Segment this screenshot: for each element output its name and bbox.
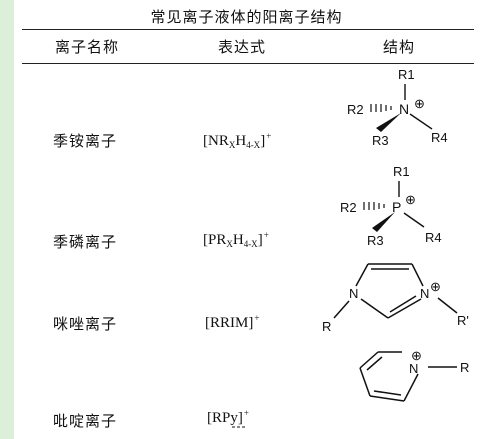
row-name-imidazolium: 咪唑离子 (53, 315, 118, 333)
phosphonium-r3-label: R3 (367, 233, 384, 248)
imidazolium-n3-label: N (420, 286, 429, 301)
row-name-phosphonium: 季磷离子 (53, 233, 118, 251)
table-title: 常见离子液体的阳离子结构 (150, 8, 343, 26)
row-name-ammonium: 季铵离子 (53, 132, 118, 150)
header-rule (22, 63, 474, 64)
formula-ammonium: [NRXH4-X]+ (203, 131, 272, 150)
formula-phosphonium: [PRXH4-X]+ (203, 230, 269, 249)
top-rule (22, 29, 474, 30)
header-structure: 结构 (383, 38, 416, 56)
imidazolium-n1-label: N (349, 286, 358, 301)
phosphonium-r1-label: R1 (393, 164, 410, 179)
phosphonium-r2-label: R2 (340, 200, 357, 215)
pyridinium-n-label: N (409, 361, 418, 376)
header-name: 离子名称 (55, 38, 120, 56)
phosphonium-charge: ⊕ (405, 192, 416, 207)
pyridinium-r-label: R (460, 360, 469, 375)
phosphonium-r4-label: R4 (425, 230, 442, 245)
imidazolium-rprime-label: R' (457, 313, 469, 328)
ammonium-r4-label: R4 (431, 130, 448, 145)
ammonium-charge: ⊕ (414, 96, 425, 111)
ammonium-r1-label: R1 (398, 67, 415, 82)
ammonium-r2-label: R2 (347, 102, 364, 117)
imidazolium-r-label: R (322, 319, 331, 334)
left-accent-bar (0, 0, 14, 439)
phosphonium-p-label: P (392, 199, 401, 215)
ammonium-n-label: N (399, 101, 409, 117)
pyridinium-charge: ⊕ (411, 348, 422, 363)
imidazolium-charge: ⊕ (430, 279, 441, 294)
header-formula: 表达式 (218, 38, 267, 56)
row-name-pyridinium: 吡啶离子 (53, 412, 118, 430)
formula-imidazolium: [RRIM]+ (205, 313, 260, 331)
ammonium-r3-label: R3 (372, 133, 389, 148)
formula-pyridinium: [RPy]+ (207, 408, 249, 426)
